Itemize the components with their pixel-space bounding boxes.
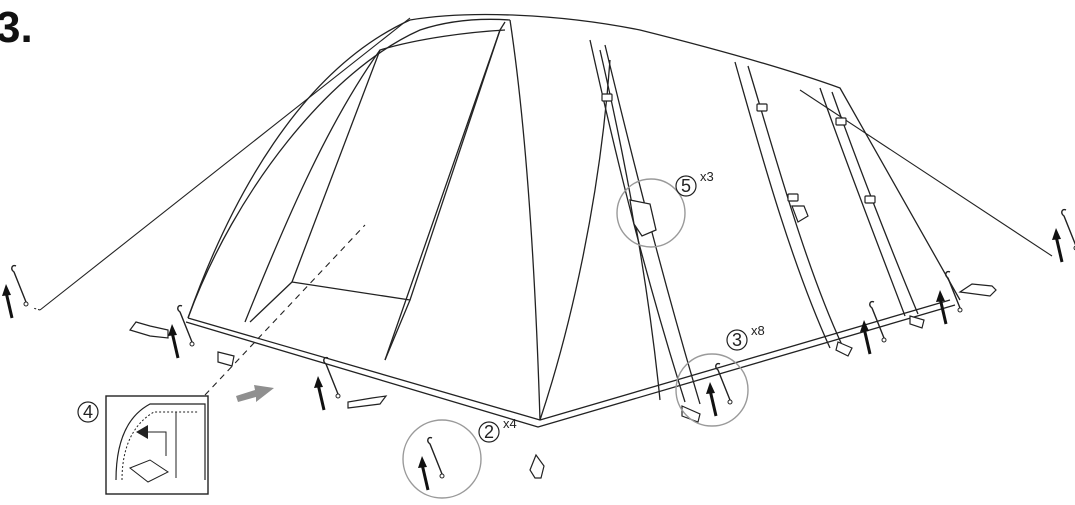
svg-text:2: 2 — [484, 422, 494, 442]
insertion-arrow-icon — [236, 385, 274, 402]
zip-door-detail — [105, 395, 209, 495]
svg-text:3: 3 — [732, 330, 742, 350]
beam-clips — [601, 93, 876, 223]
leader-line — [204, 224, 366, 396]
callout-3: 3 x8 — [726, 323, 765, 351]
magnify-circle — [402, 178, 749, 499]
door-toggle-icon — [529, 453, 545, 479]
svg-text:x4: x4 — [503, 416, 517, 431]
svg-text:x3: x3 — [700, 169, 714, 184]
pitching-points — [129, 283, 997, 423]
tent-body — [185, 13, 961, 428]
svg-text:5: 5 — [681, 176, 691, 196]
callout-2: 2 x4 — [478, 416, 517, 443]
svg-text:x8: x8 — [751, 323, 765, 338]
svg-text:4: 4 — [83, 402, 93, 422]
callout-5: 5 x3 — [675, 169, 714, 197]
callout-4: 4 — [77, 401, 99, 423]
guy-lines — [32, 17, 1053, 311]
step-number: 3. — [0, 3, 33, 52]
stake-sleeve-icon — [629, 199, 657, 237]
